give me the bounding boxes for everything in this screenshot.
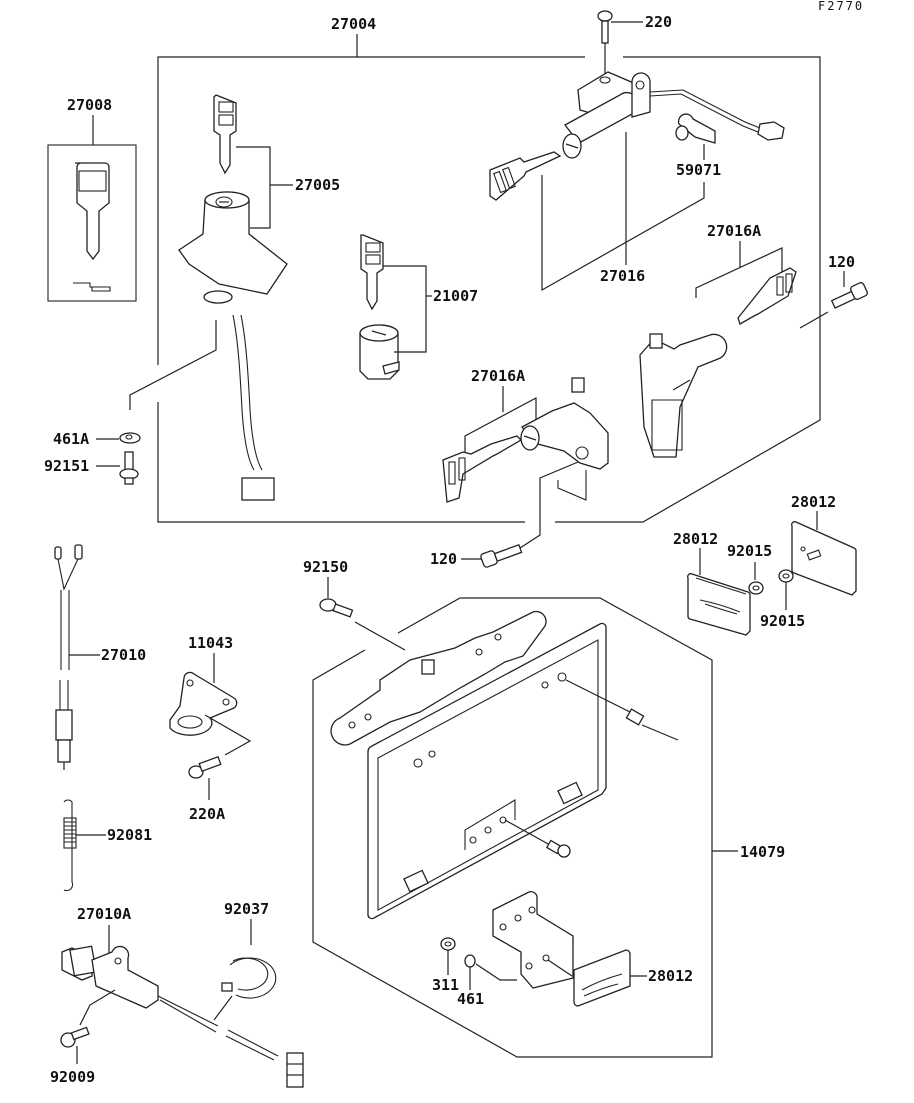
label-92015-top[interactable]: 92015: [727, 542, 772, 560]
label-59071[interactable]: 59071: [676, 161, 721, 179]
reflector-28012-right: [791, 521, 857, 596]
reflector-28012-left: [687, 573, 751, 636]
figure-code: F2770: [818, 0, 864, 13]
washer-461A: [119, 432, 141, 444]
label-27010[interactable]: 27010: [101, 646, 146, 664]
nut-92015-b: [778, 569, 794, 583]
label-14079[interactable]: 14079: [740, 843, 785, 861]
label-92037[interactable]: 92037: [224, 900, 269, 918]
label-28012-left[interactable]: 28012: [673, 530, 718, 548]
screw-plate: [545, 839, 571, 858]
label-28012-bottom[interactable]: 28012: [648, 967, 693, 985]
assembly-27004-bracket: [157, 34, 821, 523]
label-461[interactable]: 461: [457, 990, 484, 1008]
label-92151[interactable]: 92151: [44, 457, 89, 475]
label-28012-right[interactable]: 28012: [791, 493, 836, 511]
nut-92015-a: [748, 581, 764, 595]
seat-lock-27016: [562, 71, 785, 159]
label-92081[interactable]: 92081: [107, 826, 152, 844]
bracket-11043: [169, 671, 238, 736]
reflector-28012-bottom: [573, 949, 631, 1007]
label-11043[interactable]: 11043: [188, 634, 233, 652]
label-220A[interactable]: 220A: [189, 805, 225, 823]
screw-220: [597, 10, 613, 44]
bolt-92150: [319, 598, 354, 618]
cable-end-27010A: [225, 1029, 304, 1088]
label-92009[interactable]: 92009: [50, 1068, 95, 1086]
label-92150[interactable]: 92150: [303, 558, 348, 576]
label-27016A-top[interactable]: 27016A: [707, 222, 761, 240]
clip-59071: [675, 113, 716, 144]
label-27008[interactable]: 27008: [67, 96, 112, 114]
bolt-120-right: [830, 282, 868, 309]
washer-461: [464, 954, 476, 968]
label-27010A[interactable]: 27010A: [77, 905, 131, 923]
key-27016A-right: [737, 267, 797, 325]
key-27016A-mid: [442, 435, 523, 503]
label-27005[interactable]: 27005: [295, 176, 340, 194]
ignition-key-27005: [213, 94, 237, 175]
key-21007: [360, 234, 384, 311]
reflector-bracket: [492, 891, 574, 989]
lock-cylinder-21007: [359, 324, 400, 380]
license-plate-frame: [367, 622, 607, 920]
label-120-right[interactable]: 120: [828, 253, 855, 271]
spring-92081: [63, 799, 77, 892]
label-92015-bottom[interactable]: 92015: [760, 612, 805, 630]
nut-311: [440, 937, 456, 951]
clamp-band-92037: [221, 957, 277, 999]
ignition-switch-27005: [178, 191, 288, 501]
label-27016[interactable]: 27016: [600, 267, 645, 285]
lock-assembly-27016A-right: [639, 333, 728, 458]
label-120-mid[interactable]: 120: [430, 550, 457, 568]
brake-switch-27010: [54, 544, 83, 770]
lock-assembly-27016A-mid: [520, 377, 609, 501]
key-tag-27008: [47, 115, 137, 302]
screw-220A: [188, 755, 222, 779]
assembly-14079-bracket: [312, 597, 713, 1058]
switch-27010A: [61, 945, 219, 1033]
label-27004[interactable]: 27004: [331, 15, 376, 33]
mounting-plate: [330, 610, 547, 746]
key-27016: [489, 151, 562, 201]
label-21007[interactable]: 21007: [433, 287, 478, 305]
rivet-pin: [625, 708, 679, 741]
label-461A[interactable]: 461A: [53, 430, 89, 448]
bolt-120-mid: [480, 543, 523, 568]
screw-92151: [119, 451, 139, 485]
label-311[interactable]: 311: [432, 976, 459, 994]
label-220[interactable]: 220: [645, 13, 672, 31]
label-27016A-mid[interactable]: 27016A: [471, 367, 525, 385]
screw-92009: [60, 1026, 90, 1048]
